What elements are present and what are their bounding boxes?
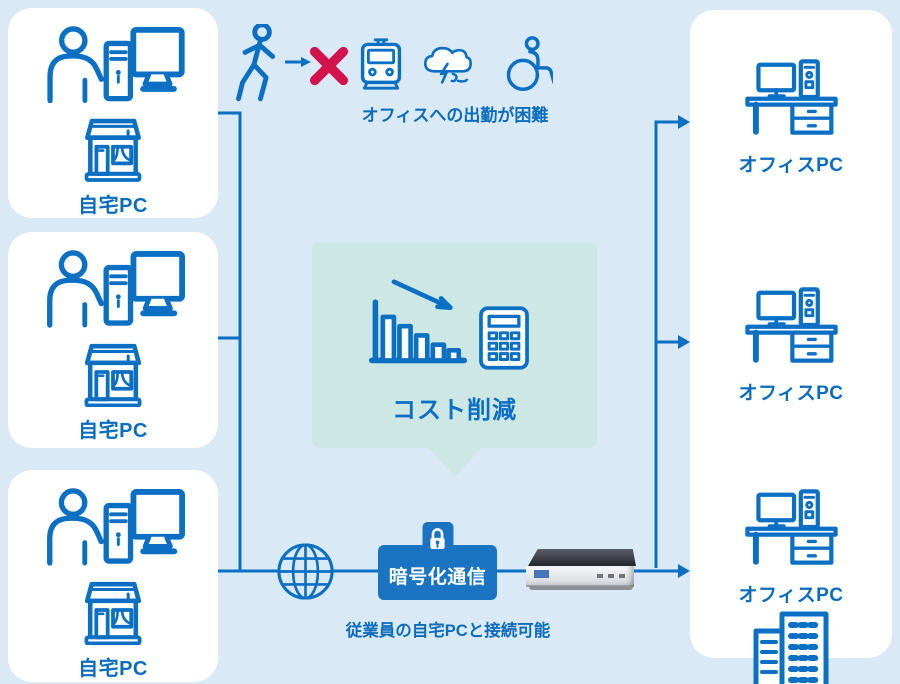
home-pc-label: 自宅PC	[78, 420, 148, 442]
commute-caption: オフィスへの出勤が困難	[361, 106, 549, 125]
home-pc-card-1: 自宅PC	[8, 8, 218, 218]
vpn-router-device	[526, 549, 638, 591]
cross-mark-icon	[309, 46, 349, 86]
office-desk-pc-icon	[744, 287, 838, 363]
router-base	[529, 586, 633, 590]
office-pc-unit-3: オフィスPC	[690, 488, 892, 607]
office-card: オフィスPC オフィスPC	[690, 10, 892, 658]
padlock-badge	[422, 522, 453, 555]
arrow-right-icon	[285, 57, 311, 67]
padlock-icon	[430, 528, 445, 549]
home-pc-card-3: 自宅PC	[8, 470, 218, 682]
walking-person-icon	[236, 24, 276, 102]
globe-icon	[277, 543, 334, 600]
office-pc-label: オフィスPC	[738, 155, 844, 176]
person-at-pc-icon	[47, 26, 185, 104]
cost-reduction-bubble: コスト削減	[312, 242, 597, 477]
office-pc-unit-1: オフィスPC	[690, 58, 892, 177]
bubble-tail	[428, 447, 482, 477]
storm-cloud-icon	[424, 46, 472, 84]
router-top-face	[528, 549, 636, 566]
office-pc-label: オフィスPC	[738, 383, 844, 404]
wheelchair-user-icon	[506, 36, 553, 91]
encrypted-comms-label: 暗号化通信	[388, 567, 487, 588]
storefront-icon	[84, 581, 142, 645]
home-pc-label: 自宅PC	[78, 195, 148, 217]
office-pc-label: オフィスPC	[738, 585, 844, 606]
office-pc-unit-2: オフィスPC	[690, 286, 892, 405]
train-icon	[360, 38, 402, 90]
home-pc-label: 自宅PC	[78, 658, 148, 680]
calculator-icon	[479, 306, 529, 370]
office-desk-pc-icon	[744, 59, 838, 135]
person-at-pc-icon	[47, 250, 186, 328]
router-logo	[534, 570, 549, 578]
encrypted-comms-box: 暗号化通信	[378, 522, 497, 600]
connection-caption: 従業員の自宅PCと接続可能	[345, 622, 551, 640]
storefront-icon	[84, 343, 142, 407]
cost-reduction-label: コスト削減	[392, 397, 517, 424]
home-pc-card-2: 自宅PC	[8, 232, 218, 448]
office-building-icon	[753, 611, 829, 684]
office-desk-pc-icon	[744, 489, 838, 565]
router-status-leds	[597, 574, 625, 578]
router-front-panel	[526, 566, 634, 587]
storefront-icon	[84, 119, 142, 182]
declining-bar-chart-icon	[368, 279, 468, 364]
person-at-pc-icon	[47, 488, 186, 566]
